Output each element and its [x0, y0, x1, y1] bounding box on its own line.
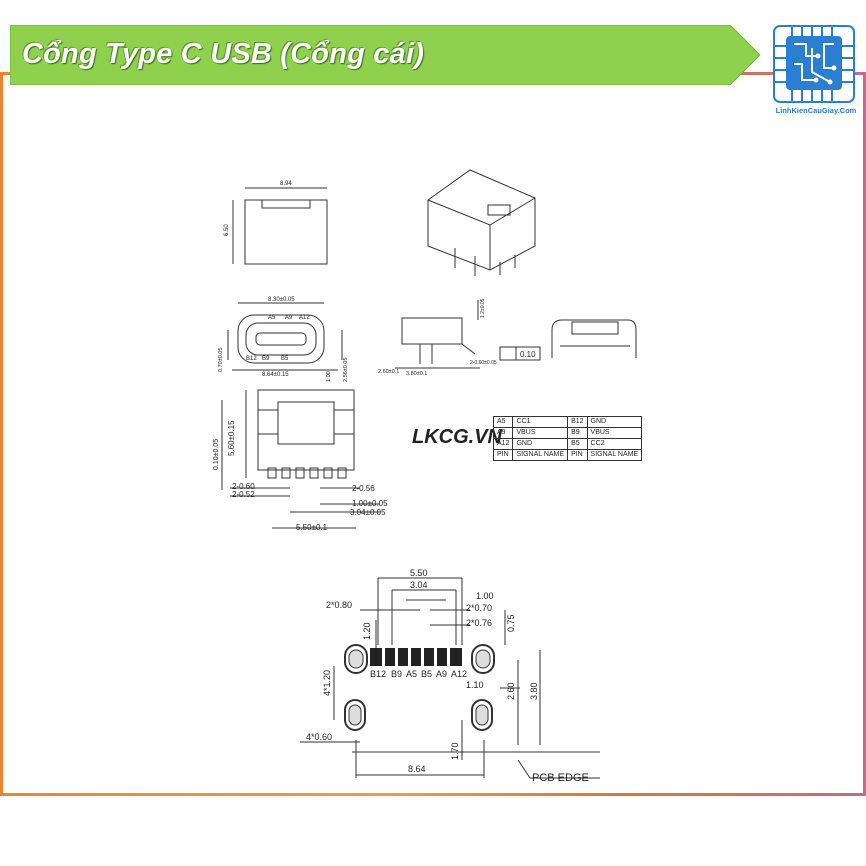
dim-body-height: 5.60±0.15 [227, 420, 236, 456]
pin-label-a5: A5 [268, 315, 276, 321]
fp-pin-a5: A5 [406, 669, 417, 679]
pcb-edge-label: PCB EDGE [532, 772, 589, 784]
fp-pin-b9: B9 [391, 669, 402, 679]
table-cell: B5 [567, 438, 588, 450]
pad-6 [437, 648, 447, 666]
table-row: PIN SIGNAL NAME PIN SIGNAL NAME [492, 449, 643, 461]
brand-logo-icon [773, 25, 855, 103]
footprint-signal-pads [370, 648, 462, 666]
rear-view-body [551, 319, 637, 358]
top-view-body [244, 199, 328, 265]
pad-3 [398, 648, 408, 666]
pin-label-a9: A9 [285, 315, 293, 321]
dim-side-c: 2-0.60±0.05 [470, 360, 497, 366]
table-cell: B9 [567, 427, 588, 439]
pad-1 [370, 648, 382, 666]
table-cell: SIGNAL NAME [512, 449, 569, 461]
pin-label-a12: A12 [299, 315, 310, 321]
fp-h7: 1.70 [450, 742, 460, 760]
table-cell: A9 [492, 427, 514, 439]
flatness-value: 0.10 [520, 350, 536, 359]
pin-signal-table: A5 CC1 B12 GND A9 VBUS B9 VBUS A12 GND B… [492, 416, 643, 461]
watermark: LKCG.VN [412, 426, 503, 448]
table-cell: PIN [492, 449, 514, 461]
fp-w1: 5.50 [410, 568, 428, 578]
page-title: Cổng Type C USB (Cổng cái) [22, 38, 425, 70]
fp-h2: 0.75 [506, 614, 516, 632]
side-view-body [401, 317, 463, 345]
fp-pin-a12: A12 [451, 669, 467, 679]
dim-top-height: 6.50 [224, 224, 230, 236]
iso-view-body [427, 169, 536, 271]
pin-label-b9: B9 [262, 356, 270, 362]
slide-background [3, 75, 863, 793]
dim-side-b: 3.80±0.1 [406, 371, 427, 377]
front-view-body [237, 314, 325, 364]
table-cell: GND [512, 438, 569, 450]
table-cell: A12 [492, 438, 514, 450]
dim-front-right2: 2.56±0.05 [343, 358, 349, 382]
table-row: A12 GND B5 CC2 [492, 438, 643, 450]
fp-pin-a9: A9 [436, 669, 447, 679]
fp-h4: 1.10 [466, 680, 484, 690]
pad-7 [450, 648, 462, 666]
table-cell: PIN [567, 449, 588, 461]
pad-4 [411, 648, 421, 666]
footprint-pad-left-top [344, 644, 368, 674]
dim-d4: 1.00±0.05 [352, 499, 388, 508]
footprint-pad-left-bottom [344, 699, 366, 731]
fp-h5: 2.60 [506, 682, 516, 700]
fp-w6: 2*0.80 [326, 600, 352, 610]
pad-2 [385, 648, 395, 666]
table-cell: CC2 [586, 438, 643, 450]
dim-front-width: 8.30±0.05 [268, 297, 295, 303]
brand-caption: LinhKienCauGiay.Com [775, 106, 857, 115]
fp-h1: 1.20 [362, 622, 372, 640]
table-row: A5 CC1 B12 GND [492, 416, 643, 428]
fp-pin-b12: B12 [370, 669, 386, 679]
fp-w2: 3.04 [410, 580, 428, 590]
table-cell: CC1 [512, 416, 569, 428]
title-banner [10, 25, 760, 85]
dim-front-bottom: 8.64±0.15 [262, 372, 289, 378]
dim-d2: 2-0.52 [232, 490, 255, 499]
fp-w4: 2*0.70 [466, 603, 492, 613]
fp-w5: 2*0.76 [466, 618, 492, 628]
fp-h3: 4*1.20 [322, 670, 332, 696]
dim-d5: 3.04±0.05 [350, 508, 386, 517]
fp-w7: 4*0.60 [306, 732, 332, 742]
dim-d1: 2-0.60 [232, 482, 255, 491]
dim-front-right1: 1.00 [326, 371, 332, 382]
table-cell: B12 [567, 416, 588, 428]
fp-w8: 8.64 [408, 764, 426, 774]
pad-5 [424, 648, 434, 666]
dim-d3: 2-0.56 [352, 484, 375, 493]
dim-top-width: 8.94 [280, 181, 292, 187]
table-cell: GND [586, 416, 643, 428]
table-cell: VBUS [586, 427, 643, 439]
table-cell: A5 [492, 416, 514, 428]
pin-label-b12: B12 [246, 356, 257, 362]
pin-label-b5: B5 [281, 356, 289, 362]
fp-h6: 3.80 [529, 682, 539, 700]
footprint-pad-right-top [471, 644, 495, 674]
footprint-pad-right-bottom [471, 699, 493, 731]
table-cell: SIGNAL NAME [586, 449, 643, 461]
table-row: A9 VBUS B9 VBUS [492, 427, 643, 439]
fp-w3: 1.00 [476, 591, 494, 601]
dim-side-a: 2.60±0.1 [378, 369, 399, 375]
dim-side-top: 1.2±0.05 [480, 298, 486, 318]
dim-front-left: 0.70±0.05 [218, 348, 224, 372]
fp-pin-b5: B5 [421, 669, 432, 679]
table-cell: VBUS [512, 427, 569, 439]
dim-body-left: 0.10±0.05 [213, 439, 220, 470]
slide-frame [0, 72, 866, 796]
dim-d6: 5.50±0.1 [296, 523, 328, 532]
